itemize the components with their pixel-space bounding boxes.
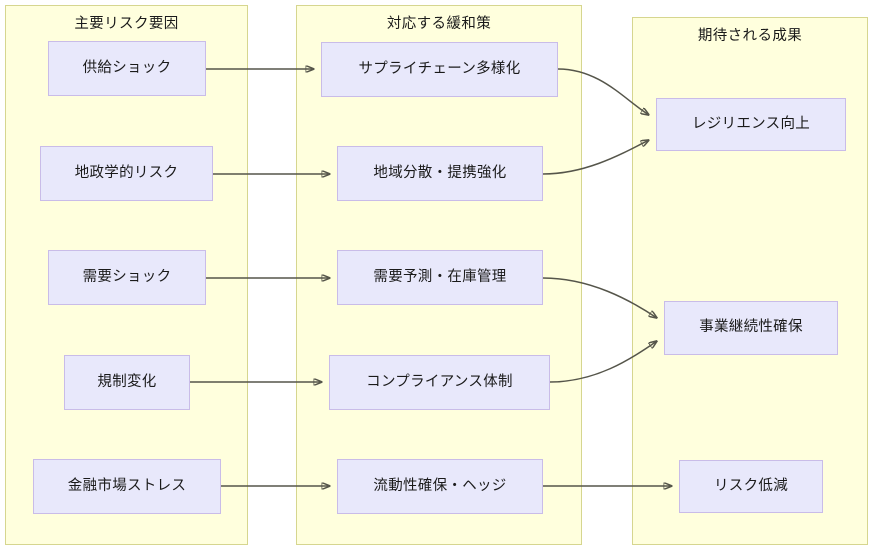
node-business-continuity[interactable]: 事業継続性確保 <box>664 301 838 355</box>
node-supply-chain-diversification[interactable]: サプライチェーン多様化 <box>321 42 558 97</box>
node-risk-reduction[interactable]: リスク低減 <box>679 460 823 513</box>
node-supply-shock[interactable]: 供給ショック <box>48 41 206 96</box>
node-geopolitical-risk[interactable]: 地政学的リスク <box>40 146 213 201</box>
cluster-title-mitigations: 対応する緩和策 <box>386 16 492 32</box>
node-resilience-improvement[interactable]: レジリエンス向上 <box>656 98 846 151</box>
node-regional-dispersion-partnership[interactable]: 地域分散・提携強化 <box>337 146 543 201</box>
cluster-title-risks: 主要リスク要因 <box>74 16 179 32</box>
cluster-title-outcomes: 期待される成果 <box>697 28 803 44</box>
node-regulatory-change[interactable]: 規制変化 <box>64 355 190 410</box>
node-demand-forecast-inventory[interactable]: 需要予測・在庫管理 <box>337 250 543 305</box>
node-liquidity-hedging[interactable]: 流動性確保・ヘッジ <box>337 459 543 514</box>
node-compliance-framework[interactable]: コンプライアンス体制 <box>329 355 550 410</box>
node-demand-shock[interactable]: 需要ショック <box>48 250 206 305</box>
node-financial-market-stress[interactable]: 金融市場ストレス <box>33 459 221 514</box>
